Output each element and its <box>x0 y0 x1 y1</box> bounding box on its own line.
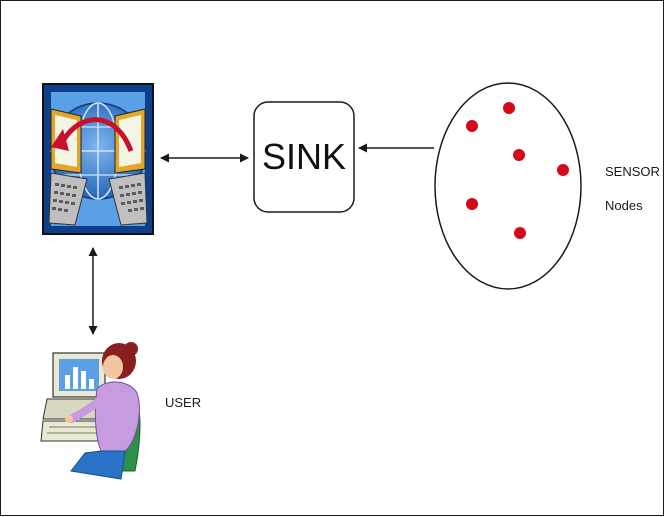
sensor-node <box>514 227 526 239</box>
user-at-computer-icon <box>40 342 141 480</box>
sensor-label-line1: SENSOR <box>605 164 660 179</box>
sensor-label-line2: Nodes <box>605 198 643 213</box>
sensor-node <box>513 149 525 161</box>
sensor-field <box>434 82 582 290</box>
sink-box <box>253 101 355 213</box>
sensor-node <box>503 102 515 114</box>
sink-label: SINK <box>261 136 347 177</box>
sensor-node <box>466 198 478 210</box>
sensor-nodes-label: SENSOR Nodes <box>605 161 660 217</box>
sensor-node <box>466 120 478 132</box>
sensor-node <box>557 164 569 176</box>
server-globe-computers-icon <box>42 83 154 235</box>
user-label: USER <box>165 395 202 410</box>
